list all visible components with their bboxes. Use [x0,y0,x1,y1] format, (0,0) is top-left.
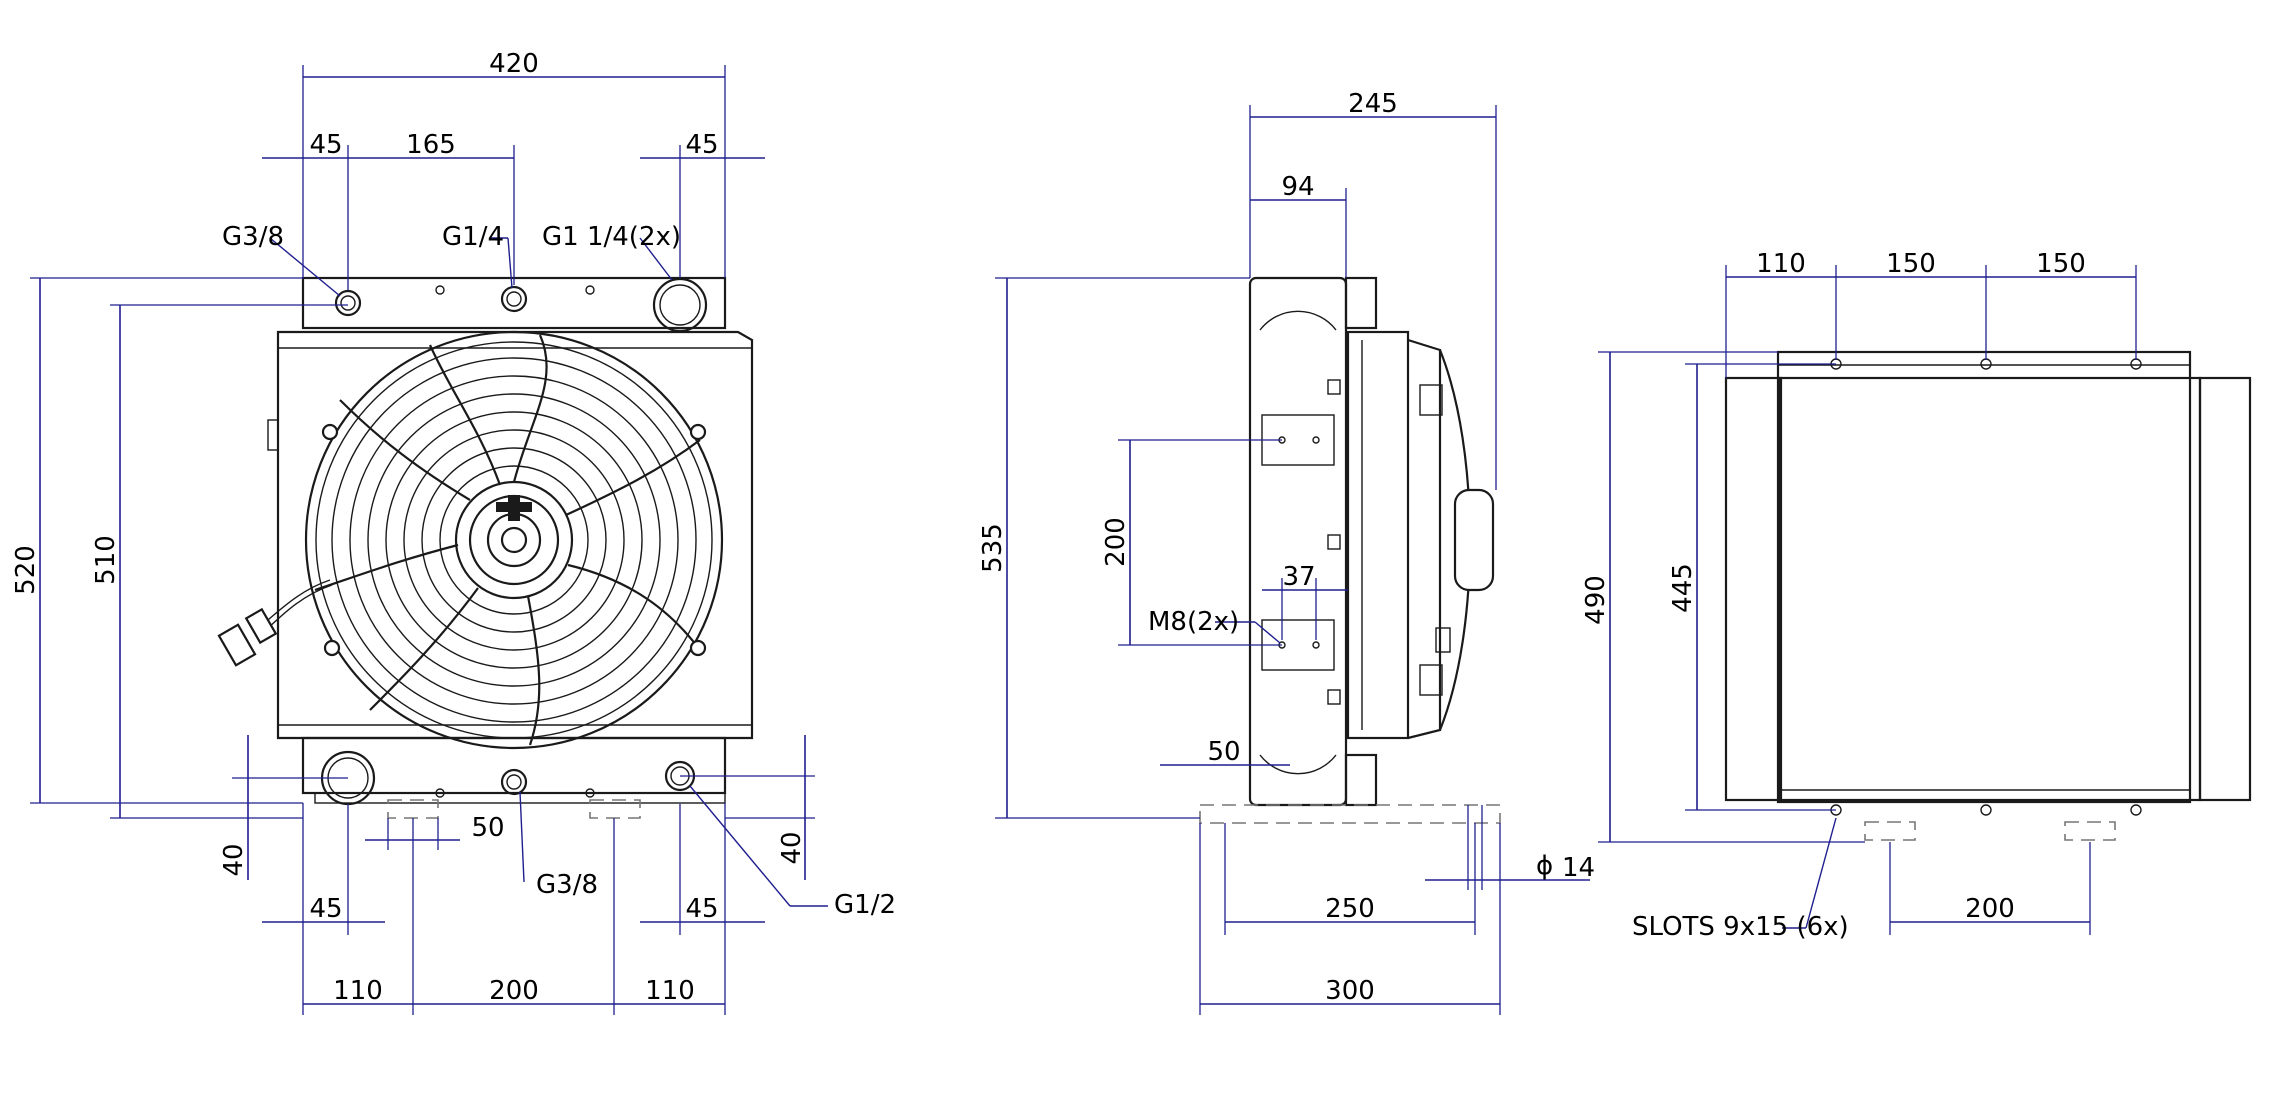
callout-g12: G1/2 [834,890,896,920]
top-view-right-cap [2198,376,2252,802]
top-view-body [1776,350,2192,804]
dim-510: 510 [91,535,121,585]
dim-45-top-left: 45 [309,130,342,160]
dim-150-a: 150 [1886,249,1936,279]
dim-94: 94 [1281,172,1314,202]
dim-445: 445 [1668,563,1698,613]
dim-40-left: 40 [219,843,249,876]
dim-14: 14 [1562,853,1595,883]
dim-490: 490 [1581,575,1611,625]
dim-250: 250 [1325,894,1375,924]
dim-200-side: 200 [1101,517,1131,567]
shroud [276,330,754,740]
dim-165: 165 [406,130,456,160]
dim-50: 50 [471,813,504,843]
dim-200-front: 200 [489,976,539,1006]
dim-200-top: 200 [1965,894,2015,924]
dim-300: 300 [1325,976,1375,1006]
callout-g38-top: G3/8 [222,222,284,252]
front-view-dimensions: 420 45 165 45 520 510 40 40 50 [11,49,896,1015]
dim-535: 535 [978,523,1008,573]
side-view-dimensions: 245 94 535 200 37 M8(2x) 50 250 [978,89,1595,1015]
g1-14-port-top [652,277,708,333]
phi-symbol: ϕ [1536,851,1553,881]
dim-520: 520 [11,545,41,595]
g38-port-bottom [500,768,528,796]
top-view-left-cap [1724,376,1783,802]
side-view [1199,276,1501,824]
callout-m8: M8(2x) [1148,607,1239,637]
fan-guard-outer [304,330,724,750]
front-view [217,276,754,819]
fan [304,330,724,750]
fan-motor-side [1453,488,1495,592]
dim-110-top: 110 [1756,249,1806,279]
dim-50-side: 50 [1207,737,1240,767]
callout-g14: G1/4 [442,222,504,252]
callout-g38-bottom: G3/8 [536,870,598,900]
dim-110-left: 110 [333,976,383,1006]
dim-110-right: 110 [645,976,695,1006]
radiator-core-side [1248,276,1348,807]
dim-245: 245 [1348,89,1398,119]
g14-port [500,285,528,313]
dim-150-b: 150 [2036,249,2086,279]
top-view [1724,350,2252,841]
callout-slots: SLOTS 9x15 (6x) [1632,912,1849,942]
connector [217,419,333,667]
dim-420: 420 [489,49,539,79]
dim-45-top-right: 45 [685,130,718,160]
dim-45-bottom-right: 45 [685,894,718,924]
top-view-dimensions: 110 150 150 490 445 200 SLOTS 9x15 (6x) [1581,249,2137,942]
shroud-side [1346,330,1410,740]
top-view-core [1778,376,2202,802]
dim-45-bottom-left: 45 [309,894,342,924]
dim-40-right: 40 [777,831,807,864]
g38-port-top [334,289,362,317]
dim-37: 37 [1282,562,1315,592]
callout-g1-14: G1 1/4(2x) [542,222,681,252]
